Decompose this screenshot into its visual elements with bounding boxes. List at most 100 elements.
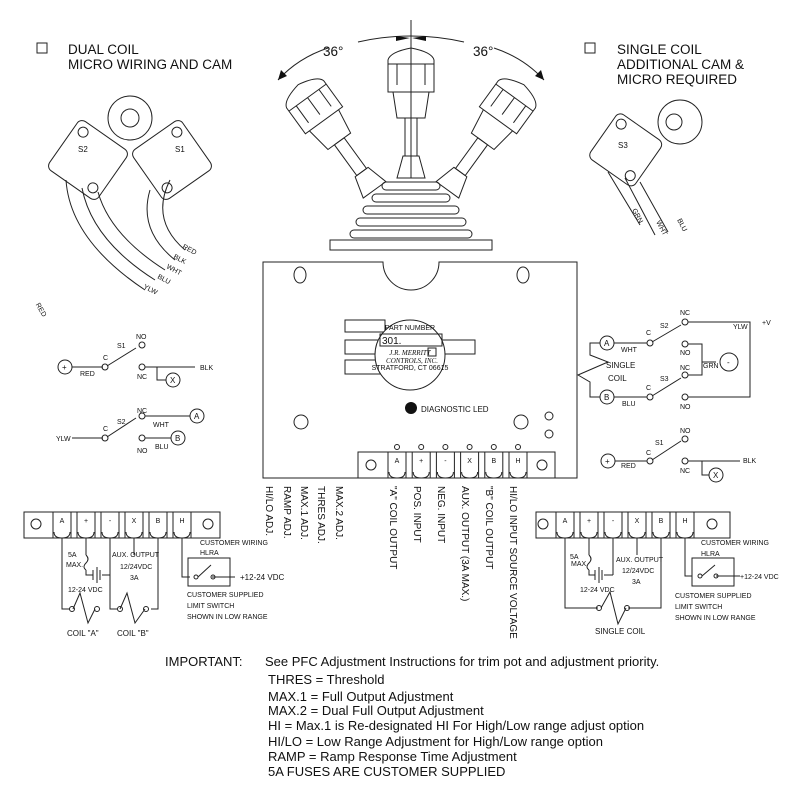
terminal-label: X xyxy=(132,518,137,525)
single-coil-checkbox[interactable] xyxy=(584,42,596,54)
angle-left-label: 36° xyxy=(323,44,343,59)
wire-red: RED xyxy=(34,302,47,318)
terminal-label: - xyxy=(109,518,112,525)
hlra-label: HLRA xyxy=(701,551,720,558)
terminal-screw-icon xyxy=(490,444,497,450)
nc-label: NC xyxy=(680,310,690,317)
low-range-label: SHOWN IN LOW RANGE xyxy=(675,615,756,622)
terminal-label: + xyxy=(587,518,591,525)
wire-wht-label: WHT xyxy=(165,264,183,278)
dual-coil-title: DUAL COIL xyxy=(68,42,139,57)
terminal-label: H xyxy=(515,458,520,465)
single-coil-label: SINGLE xyxy=(606,361,635,370)
hlra-label: HLRA xyxy=(200,550,219,557)
aux-output-label: AUX. OUTPUT xyxy=(616,557,664,564)
red-label: RED xyxy=(621,463,636,470)
joystick-drawing: 36° 36° xyxy=(277,20,545,251)
b-coil-output-label: "B" COIL OUTPUT xyxy=(483,486,494,569)
terminal-label: B xyxy=(491,458,496,465)
red-label: RED xyxy=(80,371,95,378)
no-label: NO xyxy=(680,404,691,411)
terminal-label: + xyxy=(84,518,88,525)
thres-adj-label: THRES ADJ. xyxy=(315,486,326,544)
no-label: NO xyxy=(137,448,148,455)
max2-adj-label: MAX.2 ADJ. xyxy=(333,486,344,540)
logo-line-1: J.R. MERRITT xyxy=(389,349,432,357)
no-label: NO xyxy=(680,428,691,435)
fuse-label: 5A xyxy=(68,552,77,559)
single-coil-subtitle-1: ADDITIONAL CAM & xyxy=(617,57,744,72)
fuse-max-label: MAX. xyxy=(66,562,83,569)
terminal-1: + xyxy=(579,511,599,539)
terminal-label: A xyxy=(60,518,65,525)
plus-terminal: + xyxy=(605,457,610,466)
nc-label: NC xyxy=(680,468,690,475)
terminal-label: H xyxy=(682,518,687,525)
supplied-label: CUSTOMER SUPPLIED xyxy=(187,592,264,599)
terminal-screw-icon xyxy=(515,444,521,450)
supply-label: 12-24 VDC xyxy=(68,587,103,594)
single-switch-schematic: A B WHT BLU SINGLE COIL C S2 NC NO YLW +… xyxy=(576,310,771,483)
vin-label: +12-24 VDC xyxy=(740,574,779,581)
ramp-adj-label: RAMP ADJ. xyxy=(281,486,292,539)
s1-label: S1 xyxy=(655,440,664,447)
dual-switch-schematic: + RED C S1 NO NC BLK X YLW C S2 NC WHT B… xyxy=(56,334,214,455)
terminal-4: B xyxy=(651,511,671,539)
logo-line-3: STRATFORD, CT 06615 xyxy=(372,365,449,372)
a-coil-output-label: "A" COIL OUTPUT xyxy=(387,486,398,569)
low-range-label: SHOWN IN LOW RANGE xyxy=(187,614,268,621)
terminal-label: H xyxy=(179,518,184,525)
blu-label: BLU xyxy=(155,444,169,451)
terminal-label: X xyxy=(635,518,640,525)
note-line: MAX.2 = Dual Full Output Adjustment xyxy=(268,703,484,718)
a-terminal: A xyxy=(604,339,610,348)
terminal-2: - xyxy=(435,444,455,479)
blu-label: BLU xyxy=(622,401,636,408)
c-label: C xyxy=(103,355,108,362)
terminal-0: A xyxy=(387,444,407,479)
neg-input-label: NEG. INPUT xyxy=(435,486,446,543)
s3-label: S3 xyxy=(660,376,669,383)
vin-label: +12-24 VDC xyxy=(240,573,284,582)
diagnostic-led-label: DIAGNOSTIC LED xyxy=(421,405,489,414)
controller-board: PART NUMBER 301. J.R. MERRITT CONTROLS, … xyxy=(262,261,578,479)
s2-label: S2 xyxy=(78,145,88,154)
angle-right-label: 36° xyxy=(473,44,493,59)
c-label: C xyxy=(646,330,651,337)
note-line: HI = Max.1 is Re-designated HI For High/… xyxy=(268,718,644,733)
note-line: See PFC Adjustment Instructions for trim… xyxy=(265,654,659,669)
terminal-label: B xyxy=(659,518,664,525)
terminal-4: B xyxy=(484,444,504,479)
terminal-2: - xyxy=(603,511,623,539)
c-label: C xyxy=(103,426,108,433)
coil-a-label: COIL "A" xyxy=(67,629,99,638)
terminal-2: - xyxy=(100,511,120,539)
diagnostic-led-icon xyxy=(405,402,417,414)
terminal-0: A xyxy=(52,511,72,539)
customer-wiring-label: CUSTOMER WIRING xyxy=(200,540,268,547)
ylw-label: YLW xyxy=(56,436,71,443)
pos-input-label: POS. INPUT xyxy=(411,486,422,543)
coil-b-label: COIL "B" xyxy=(117,629,149,638)
terminal-label: - xyxy=(444,458,447,465)
part-number-label-plate xyxy=(374,319,446,391)
terminal-screw-icon xyxy=(394,444,400,450)
terminal-screw-icon xyxy=(466,444,473,450)
nc-label: NC xyxy=(137,374,147,381)
note-line: 5A FUSES ARE CUSTOMER SUPPLIED xyxy=(268,764,505,779)
nc-label: NC xyxy=(680,365,690,372)
wire-blk-label: BLK xyxy=(172,254,187,267)
supplied-label: CUSTOMER SUPPLIED xyxy=(675,593,752,600)
dual-coil-checkbox[interactable] xyxy=(36,42,48,54)
note-line: MAX.1 = Full Output Adjustment xyxy=(268,689,454,704)
supply-label: 12-24 VDC xyxy=(580,587,615,594)
wht-label: WHT xyxy=(153,422,170,429)
hilo-input-label: HI/LO INPUT SOURCE VOLTAGE xyxy=(507,486,518,639)
no-label: NO xyxy=(136,334,147,341)
no-label: NO xyxy=(680,350,691,357)
limit-switch-label: LIMIT SWITCH xyxy=(187,603,234,610)
c-label: C xyxy=(646,450,651,457)
note-line: HI/LO = Low Range Adjustment for High/Lo… xyxy=(268,734,603,749)
max1-adj-label: MAX.1 ADJ. xyxy=(298,486,309,540)
